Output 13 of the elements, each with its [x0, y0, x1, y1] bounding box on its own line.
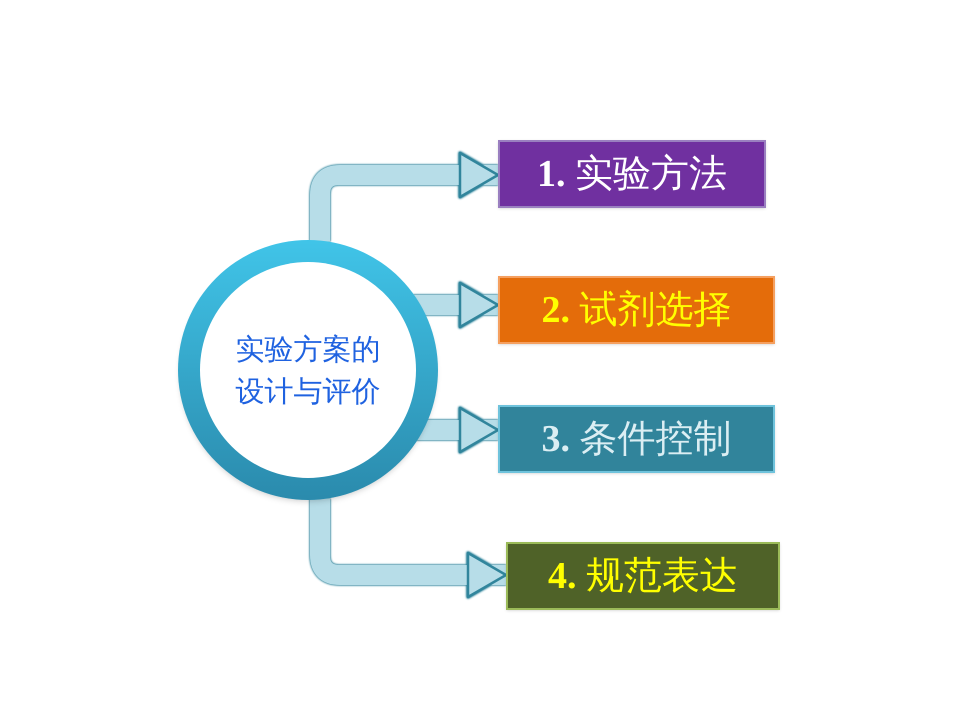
- step-box: [498, 276, 775, 344]
- step-label: 1. 实验方法: [537, 155, 727, 193]
- circle-title: 实验方案的设计与评价: [234, 331, 382, 410]
- step-box: [498, 140, 766, 208]
- step-label: 4. 规范表达: [548, 557, 738, 595]
- step-label: 2. 试剂选择: [542, 291, 732, 329]
- step-box: [506, 542, 780, 610]
- block-arrow: [310, 152, 500, 242]
- block-arrow: [310, 498, 508, 598]
- step-label: 3. 条件控制: [542, 420, 732, 458]
- block-arrow: [415, 406, 500, 454]
- block-arrow: [412, 282, 500, 328]
- step-box: [498, 405, 775, 473]
